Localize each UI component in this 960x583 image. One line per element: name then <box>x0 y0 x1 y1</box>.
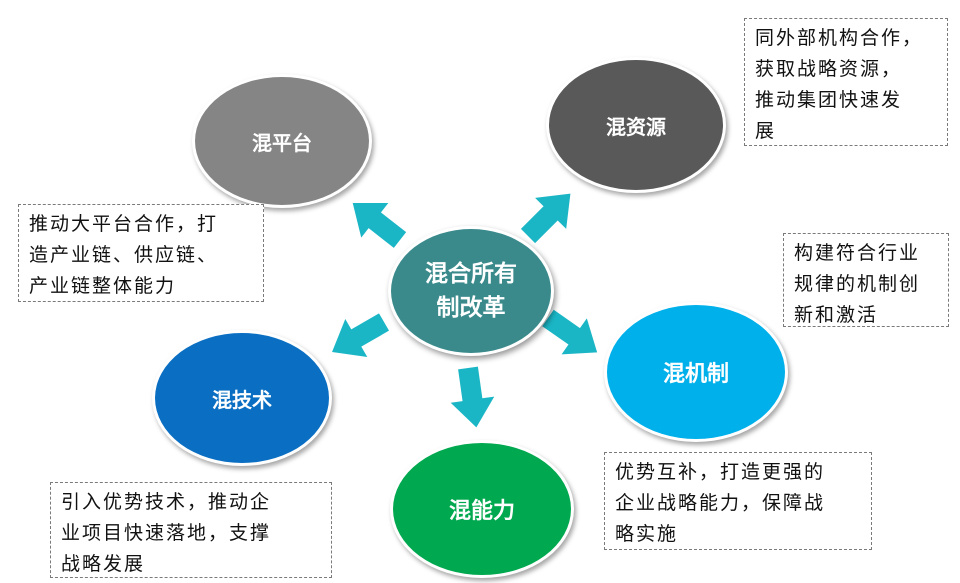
node-resource-label: 混资源 <box>606 114 666 139</box>
arrow-to-platform <box>339 185 414 258</box>
node-platform: 混平台 <box>192 74 372 208</box>
arrow-to-tech <box>321 302 395 372</box>
mechanism-desc-line-1: 构建符合行业 <box>794 242 921 264</box>
resource-description: 同外部机构合作， 获取战略资源， 推动集团快速发 展 <box>744 18 948 146</box>
arrow-to-ability <box>446 364 499 431</box>
ability-desc-line-1: 优势互补，打造更强的 <box>615 461 826 483</box>
tech-description: 引入优势技术，推动企 业项目快速落地，支撑 战略发展 <box>50 482 332 578</box>
center-line-2: 制改革 <box>436 294 506 321</box>
tech-desc-line-1: 引入优势技术，推动企 <box>61 491 272 513</box>
ability-desc-line-2: 企业战略能力，保障战 <box>615 492 826 514</box>
center-node: 混合所有 制改革 <box>388 226 554 356</box>
node-mechanism-label: 混机制 <box>662 361 729 387</box>
platform-desc-line-2: 造产业链、供应链、 <box>29 244 219 266</box>
tech-desc-line-2: 业项目快速落地，支撑 <box>61 522 272 544</box>
resource-desc-line-3: 推动集团快速发 <box>755 89 903 111</box>
mechanism-description: 构建符合行业 规律的机制创 新和激活 <box>783 233 949 327</box>
node-platform-label: 混平台 <box>252 130 312 155</box>
mechanism-desc-line-3: 新和激活 <box>794 304 879 326</box>
ability-description: 优势互补，打造更强的 企业战略能力，保障战 略实施 <box>604 452 872 550</box>
node-mechanism: 混机制 <box>604 302 788 442</box>
ability-desc-line-3: 略实施 <box>615 523 679 545</box>
node-ability: 混能力 <box>390 440 574 578</box>
node-tech: 混技术 <box>152 330 332 466</box>
node-resource: 混资源 <box>546 57 726 193</box>
platform-desc-line-3: 产业链整体能力 <box>29 275 177 297</box>
center-line-1: 混合所有 <box>425 260 517 287</box>
platform-desc-line-1: 推动大平台合作，打 <box>29 213 219 235</box>
tech-desc-line-3: 战略发展 <box>61 553 146 575</box>
resource-desc-line-4: 展 <box>755 120 777 142</box>
resource-desc-line-1: 同外部机构合作， <box>755 27 924 49</box>
mechanism-desc-line-2: 规律的机制创 <box>794 273 921 295</box>
node-ability-label: 混能力 <box>448 498 515 524</box>
platform-description: 推动大平台合作，打 造产业链、供应链、 产业链整体能力 <box>18 204 264 302</box>
node-tech-label: 混技术 <box>212 387 272 412</box>
resource-desc-line-2: 获取战略资源， <box>755 58 903 80</box>
